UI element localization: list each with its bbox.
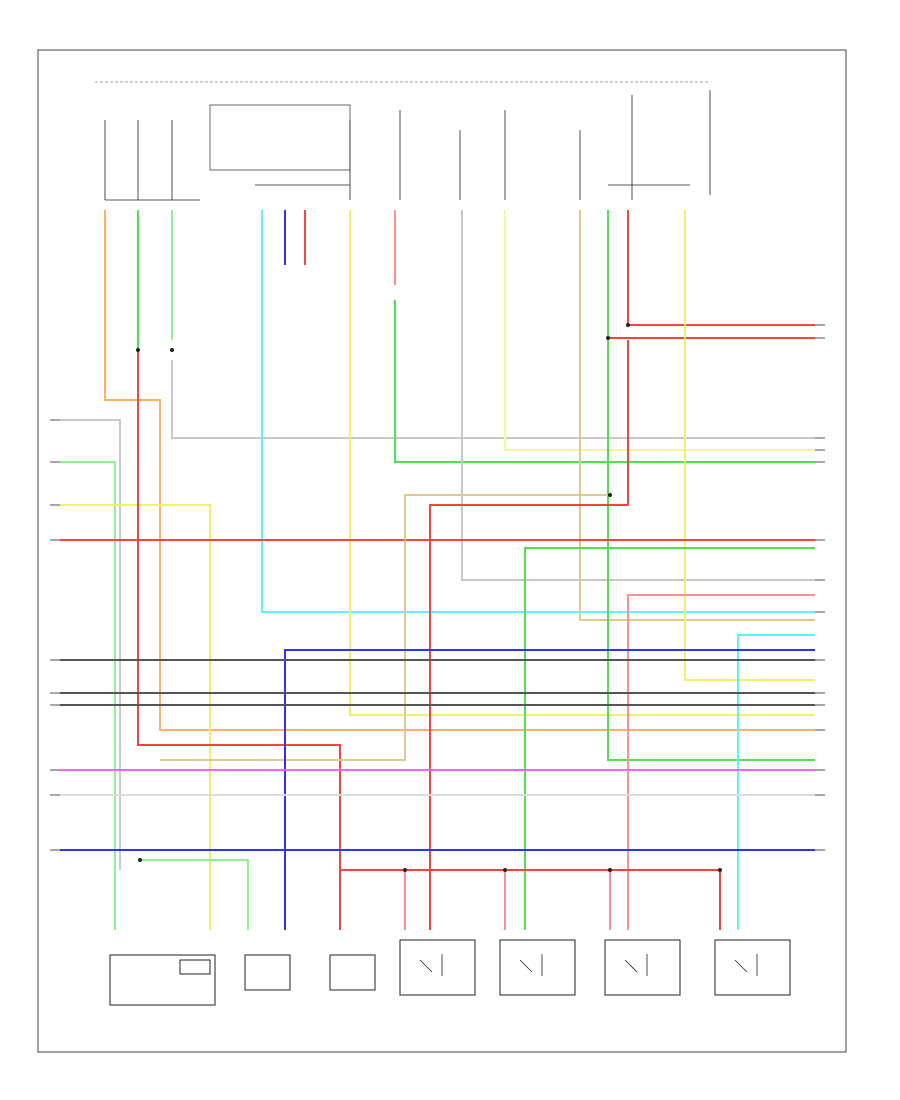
component-injector-3 xyxy=(604,939,681,996)
component-injector-1 xyxy=(399,939,476,996)
splice-points xyxy=(136,323,722,872)
component-injector-4 xyxy=(714,939,791,996)
horizontal-wires xyxy=(60,340,815,930)
left-terminals xyxy=(50,419,60,851)
vertical-wires xyxy=(104,210,815,761)
component-injector-2 xyxy=(499,939,576,996)
component-left-module xyxy=(109,954,216,1006)
component-pressure-sensor xyxy=(244,954,291,991)
component-fuel-pump xyxy=(329,954,376,991)
right-terminals xyxy=(815,324,825,851)
fuse-relay-header xyxy=(104,90,711,201)
diagram-frame xyxy=(37,49,847,1053)
